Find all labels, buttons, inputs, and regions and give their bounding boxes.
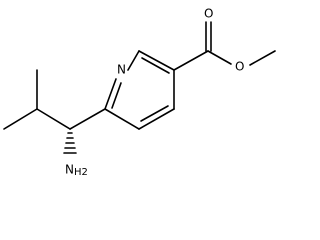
bond-c5-c6 xyxy=(104,108,140,130)
carbonyl-oxygen-label: O xyxy=(204,7,213,21)
bond-c3-carbonyl xyxy=(173,50,209,71)
bond-n-c2 xyxy=(127,50,140,71)
ring-nitrogen-label: N xyxy=(117,63,126,77)
structure-drawing: N O O N H2 xyxy=(3,7,276,178)
bond-c6-n xyxy=(104,78,117,110)
bond-c2-c3 xyxy=(138,50,175,71)
bond-o-methyl xyxy=(249,50,276,66)
bond-c2-c3-inner xyxy=(141,57,170,74)
amine-nitrogen-label: N xyxy=(65,163,74,177)
bond-isopropyl-methyl-left xyxy=(3,108,38,130)
bond-chiral-isopropyl xyxy=(36,108,71,130)
bond-c6-chiral xyxy=(69,108,106,130)
amine-hydrogen-label: H2 xyxy=(74,167,88,178)
bond-c4-c5 xyxy=(138,108,175,130)
bond-c4-c5-inner xyxy=(140,105,169,122)
ester-oxygen-label: O xyxy=(235,60,244,74)
bond-c6-n-inner xyxy=(111,82,122,109)
molecule-canvas: N O O N H2 xyxy=(3,6,276,178)
bond-carbonyl-o-ester xyxy=(207,50,232,65)
